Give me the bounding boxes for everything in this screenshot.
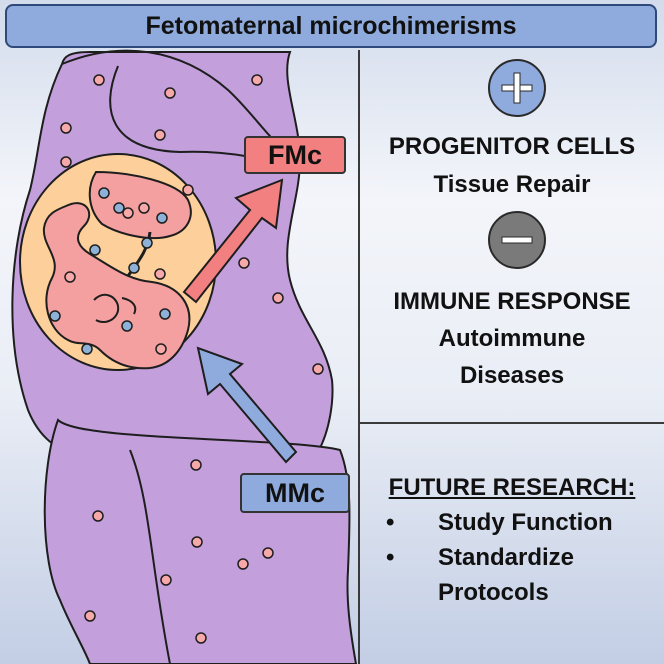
bullet: •	[386, 509, 395, 536]
bullet: •	[386, 544, 395, 571]
hip-crease	[129, 449, 171, 664]
fmc-arrow	[182, 178, 284, 304]
plus-icon	[488, 59, 546, 117]
title-text: Fetomaternal microchimerisms	[145, 11, 517, 40]
negative-subtext-line1: Autoimmune	[438, 325, 586, 352]
fetus-body	[42, 202, 191, 370]
breast-contour	[61, 49, 286, 151]
negative-heading: IMMUNE RESPONSE	[393, 288, 631, 315]
future-item-text: Protocols	[438, 579, 549, 606]
mmc-label: MMc	[240, 473, 350, 513]
negative-subtext-line2: Diseases	[459, 362, 565, 389]
mmc-arrow	[196, 346, 298, 464]
future-heading: FUTURE RESEARCH:	[388, 474, 636, 501]
positive-heading: PROGENITOR CELLS	[388, 133, 636, 160]
mmc-label-text: MMc	[265, 477, 325, 508]
fetal-cells	[60, 74, 324, 644]
future-item: • Study Function	[386, 508, 613, 537]
future-item-text: Standardize	[438, 544, 575, 571]
maternal-cells	[49, 187, 171, 355]
minus-icon	[488, 211, 546, 269]
future-item: • Standardize	[386, 543, 613, 572]
title-bar: Fetomaternal microchimerisms	[5, 4, 657, 48]
horizontal-divider	[358, 422, 664, 424]
positive-subtext: Tissue Repair	[433, 171, 591, 198]
fmc-label: FMc	[244, 136, 346, 174]
future-item-text: Study Function	[438, 509, 613, 536]
future-item-continued: Protocols	[386, 578, 613, 607]
fetus-limb	[93, 293, 120, 324]
fetus-arm	[121, 297, 137, 315]
fetus	[42, 202, 191, 370]
future-list: • Study Function • Standardize Protocols	[386, 508, 613, 613]
fmc-label-text: FMc	[268, 139, 322, 170]
vertical-divider	[358, 50, 360, 664]
